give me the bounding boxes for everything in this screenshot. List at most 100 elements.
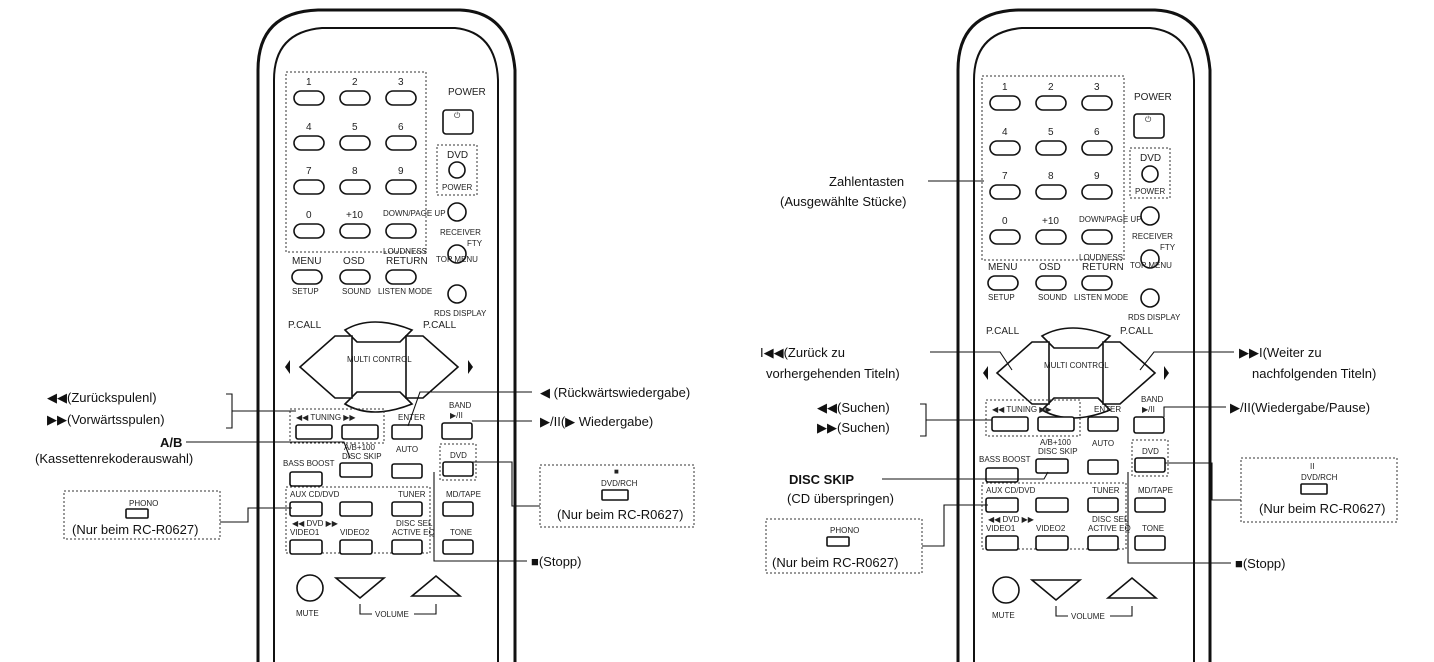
digit-1-button[interactable]	[293, 90, 325, 106]
enter-button-right[interactable]	[1087, 416, 1119, 432]
digit-2-button-right[interactable]	[1035, 95, 1067, 111]
multi-control-up-right[interactable]	[1040, 327, 1112, 349]
digit-6-button[interactable]	[385, 135, 417, 151]
top-menu-button-right[interactable]	[1140, 288, 1160, 308]
digit-2-button[interactable]	[339, 90, 371, 106]
phono-button-right[interactable]	[826, 536, 850, 547]
tuning-up-button[interactable]	[341, 424, 379, 440]
video2-button-right[interactable]	[1035, 535, 1069, 551]
md-tape-button[interactable]	[442, 501, 474, 517]
digit-6-button-right[interactable]	[1081, 140, 1113, 156]
digit-7-button-right[interactable]	[989, 184, 1021, 200]
callout-prev: I◀◀(Zurück zu	[760, 345, 845, 360]
disc-skip-button-right[interactable]	[1035, 458, 1069, 474]
digit-4-button[interactable]	[293, 135, 325, 151]
menu-button[interactable]	[291, 269, 323, 285]
tuning-down-button-right[interactable]	[991, 416, 1029, 432]
aux-cd-dvd-label: AUX CD/DVD	[290, 490, 340, 499]
multi-control-down[interactable]	[343, 391, 414, 413]
dvd-button[interactable]	[442, 461, 474, 477]
ab-button[interactable]	[339, 462, 373, 478]
aux-button[interactable]	[289, 501, 323, 517]
return-button-right[interactable]	[1081, 275, 1113, 291]
volume-up-button[interactable]	[409, 574, 463, 597]
dvd-button-right[interactable]	[1134, 457, 1166, 473]
digit-5-button-right[interactable]	[1035, 140, 1067, 156]
cd-dvd-button-right[interactable]	[1035, 497, 1069, 513]
receiver-button-right[interactable]	[1140, 206, 1160, 226]
aux-button-right[interactable]	[985, 497, 1019, 513]
mute-button[interactable]	[296, 574, 324, 602]
digit-7-button[interactable]	[293, 179, 325, 195]
phono-button-left[interactable]	[125, 508, 149, 519]
video1-button-right[interactable]	[985, 535, 1019, 551]
digit-8-button[interactable]	[339, 179, 371, 195]
digit-plus10-button-right[interactable]	[1035, 229, 1067, 245]
volume-down-button[interactable]	[333, 577, 387, 600]
digit-0-button-right[interactable]	[989, 229, 1021, 245]
callout-search-back: ◀◀(Suchen)	[817, 400, 890, 415]
multi-control-left-right[interactable]	[995, 341, 1050, 405]
digit-plus10-button[interactable]	[339, 223, 371, 239]
digit-9-button[interactable]	[385, 179, 417, 195]
dvd-rch-button-right[interactable]	[1300, 483, 1328, 495]
tuning-down-button[interactable]	[295, 424, 333, 440]
digit-1-button-right[interactable]	[989, 95, 1021, 111]
cd-dvd-button[interactable]	[339, 501, 373, 517]
osd-button-right[interactable]	[1035, 275, 1067, 291]
dvd-power-button[interactable]	[448, 161, 466, 179]
power-button[interactable]	[442, 109, 474, 135]
mute-button-right[interactable]	[992, 576, 1020, 604]
multi-control-right[interactable]	[405, 335, 460, 399]
multi-control-left[interactable]	[298, 335, 353, 399]
stop-button-right[interactable]	[1087, 459, 1119, 475]
video1-button[interactable]	[289, 539, 323, 555]
enter-button[interactable]	[391, 424, 423, 440]
stop-button[interactable]	[391, 463, 423, 479]
band-button-right[interactable]	[1133, 416, 1165, 434]
digit-5-button[interactable]	[339, 135, 371, 151]
osd-button[interactable]	[339, 269, 371, 285]
multi-control-right-right[interactable]	[1102, 341, 1157, 405]
bass-boost-button-right[interactable]	[985, 467, 1019, 483]
tuner-button-right[interactable]	[1087, 497, 1119, 513]
fty-button[interactable]	[447, 244, 467, 264]
digit-4-button-right[interactable]	[989, 140, 1021, 156]
tuner-button[interactable]	[391, 501, 423, 517]
power-button-right[interactable]	[1133, 113, 1165, 139]
loudness-label: LOUDNESS	[383, 247, 427, 256]
digit-3-button-right[interactable]	[1081, 95, 1113, 111]
digit-2-label: 2	[352, 77, 358, 88]
multi-control-down-right[interactable]	[1040, 397, 1112, 419]
dvd-power-button-right[interactable]	[1141, 165, 1159, 183]
md-tape-button-right[interactable]	[1134, 497, 1166, 513]
volume-down-button-right[interactable]	[1029, 579, 1083, 602]
digit-9-button-right[interactable]	[1081, 184, 1113, 200]
tone-button-right[interactable]	[1134, 535, 1166, 551]
band-button[interactable]	[441, 422, 473, 440]
multi-control-up[interactable]	[343, 321, 414, 343]
dvd-rch-button-left[interactable]	[601, 489, 629, 501]
bass-boost-button[interactable]	[289, 471, 323, 487]
receiver-button[interactable]	[447, 202, 467, 222]
video1-label: VIDEO1	[290, 528, 320, 537]
volume-up-button-right[interactable]	[1105, 576, 1159, 599]
fty-button-right[interactable]	[1140, 249, 1160, 269]
down-page-up-button-right[interactable]	[1081, 229, 1113, 245]
rds-display-label-right: RDS DISPLAY	[1128, 313, 1181, 322]
tuning-up-button-right[interactable]	[1037, 416, 1075, 432]
down-page-up-button[interactable]	[385, 223, 417, 239]
digit-0-button[interactable]	[293, 223, 325, 239]
top-menu-button[interactable]	[447, 284, 467, 304]
menu-button-right[interactable]	[987, 275, 1019, 291]
digit-3-button[interactable]	[385, 90, 417, 106]
digit-5-label: 5	[352, 122, 358, 133]
video2-label-right: VIDEO2	[1036, 524, 1066, 533]
active-eq-button[interactable]	[391, 539, 423, 555]
volume-label-right: VOLUME	[1071, 612, 1105, 621]
return-button[interactable]	[385, 269, 417, 285]
video2-button[interactable]	[339, 539, 373, 555]
active-eq-button-right[interactable]	[1087, 535, 1119, 551]
tone-button[interactable]	[442, 539, 474, 555]
digit-8-button-right[interactable]	[1035, 184, 1067, 200]
